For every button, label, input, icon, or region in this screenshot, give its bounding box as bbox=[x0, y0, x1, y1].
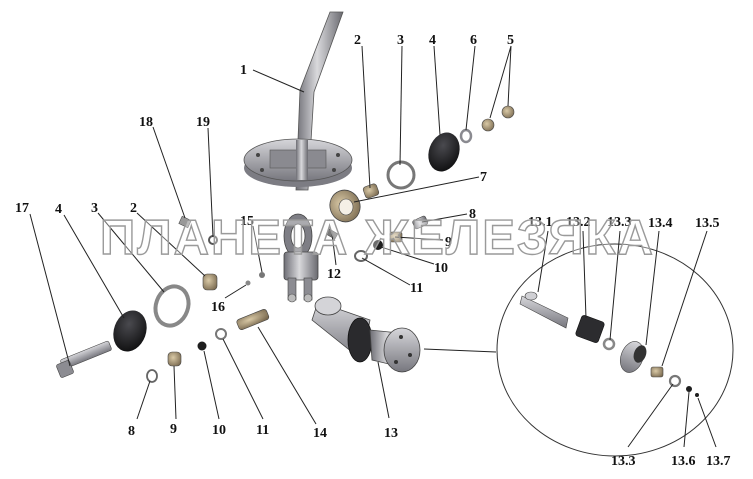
callout-4-left: 4 bbox=[55, 202, 62, 217]
callout-13-5: 13.5 bbox=[695, 216, 720, 231]
left-parts bbox=[56, 215, 270, 383]
callout-1: 1 bbox=[240, 63, 247, 78]
callout-18: 18 bbox=[139, 115, 153, 130]
flange-plate-part bbox=[243, 138, 353, 187]
callout-2-left: 2 bbox=[130, 201, 137, 216]
callout-13-2: 13.2 bbox=[566, 215, 591, 230]
callout-11-bottom: 11 bbox=[256, 423, 269, 438]
callout-8-bottom: 8 bbox=[128, 424, 135, 439]
callout-10: 10 bbox=[434, 261, 448, 276]
watermark-text: ПЛАНЕТА ЖЕЛЕЗЯКА bbox=[100, 211, 655, 265]
callout-5: 5 bbox=[507, 33, 514, 48]
callout-9-bottom: 9 bbox=[170, 422, 177, 437]
detail-view bbox=[496, 243, 734, 457]
callout-13-3-top: 13.3 bbox=[607, 215, 632, 230]
callout-13-4: 13.4 bbox=[648, 216, 673, 231]
callout-2: 2 bbox=[354, 33, 361, 48]
callout-14: 14 bbox=[313, 426, 327, 441]
callout-9: 9 bbox=[445, 235, 452, 250]
callout-13-6: 13.6 bbox=[671, 454, 696, 469]
lever-ball-joint-part bbox=[283, 213, 319, 303]
callout-4: 4 bbox=[429, 33, 436, 48]
callout-13: 13 bbox=[384, 426, 398, 441]
callout-13-7: 13.7 bbox=[706, 454, 731, 469]
callout-3: 3 bbox=[397, 33, 404, 48]
callout-11: 11 bbox=[410, 281, 423, 296]
shaft-assembly-part bbox=[311, 296, 421, 373]
callout-13-3-bottom: 13.3 bbox=[611, 454, 636, 469]
callout-12: 12 bbox=[327, 267, 341, 282]
callout-19: 19 bbox=[196, 115, 210, 130]
callout-6: 6 bbox=[470, 33, 477, 48]
callout-13-1: 13.1 bbox=[528, 215, 553, 230]
callout-16: 16 bbox=[211, 300, 225, 315]
callout-labels: 1 2 3 4 6 5 7 8 9 10 11 12 13 14 15 16 1… bbox=[15, 33, 731, 469]
leader-lines bbox=[29, 45, 717, 448]
right-top-parts bbox=[329, 105, 515, 223]
callout-7: 7 bbox=[480, 170, 487, 185]
callout-17: 17 bbox=[15, 201, 29, 216]
callout-3-left: 3 bbox=[91, 201, 98, 216]
callout-10-bottom: 10 bbox=[212, 423, 226, 438]
callout-15: 15 bbox=[240, 214, 254, 229]
callout-8: 8 bbox=[469, 207, 476, 222]
